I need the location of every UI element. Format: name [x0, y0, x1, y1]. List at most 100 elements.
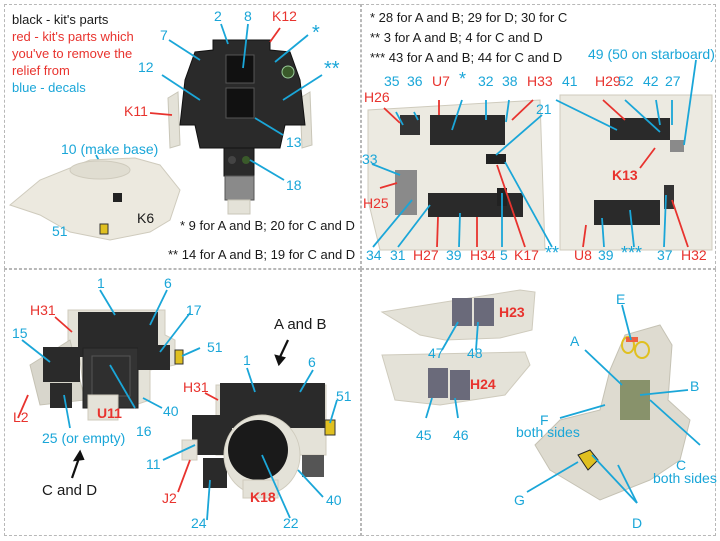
label-42: 42	[643, 73, 659, 89]
label-22: 22	[283, 515, 299, 531]
label-10-make-base: 10 (make base)	[61, 141, 159, 157]
label-c-both-sides: both sides	[653, 470, 717, 486]
label-31: 31	[390, 247, 406, 263]
label-49: 49 (50 on starboard)	[588, 46, 715, 62]
legend-red-line-1: red - kit's parts which	[12, 29, 134, 44]
note-triple-star-right: *** 43 for A and B; 44 for C and D	[370, 50, 563, 65]
label-h26: H26	[364, 89, 390, 105]
label-6-ab: 6	[308, 354, 316, 370]
label-e: E	[616, 291, 626, 307]
label-k11: K11	[124, 103, 148, 119]
label-u8: U8	[574, 247, 592, 263]
label-39b: 39	[598, 247, 614, 263]
label-h34: H34	[470, 247, 496, 263]
label-33: 33	[362, 151, 378, 167]
label-34: 34	[366, 247, 382, 263]
label-52: 52	[618, 73, 634, 89]
label-h29: H29	[595, 73, 621, 89]
panel-bottom-left	[4, 269, 361, 536]
side-panels-h23-h24	[380, 289, 536, 406]
label-51: 51	[52, 223, 68, 239]
label-1-cd: 1	[97, 275, 105, 291]
label-40-cd: 40	[163, 403, 179, 419]
label-double-star: **	[324, 58, 340, 80]
label-6-cd: 6	[164, 275, 172, 291]
panel-top-left	[4, 4, 361, 269]
label-j2: J2	[162, 490, 177, 506]
label-27: 27	[665, 73, 681, 89]
label-h31-cd: H31	[30, 302, 56, 318]
label-star-right: *	[459, 69, 467, 89]
label-24: 24	[191, 515, 207, 531]
label-h27: H27	[413, 247, 439, 263]
label-c-and-d: C and D	[42, 482, 98, 499]
legend-red-line-2: you've to remove the	[12, 46, 133, 61]
label-h32: H32	[681, 247, 707, 263]
label-double-star-right: **	[545, 243, 560, 263]
label-k13: K13	[612, 167, 638, 183]
instrument-panel-a-and-b	[181, 383, 336, 499]
label-k6: K6	[137, 210, 155, 226]
label-39a: 39	[446, 247, 462, 263]
label-46: 46	[453, 427, 469, 443]
label-37: 37	[657, 247, 673, 263]
label-7: 7	[160, 27, 168, 43]
label-47: 47	[428, 345, 444, 361]
label-36: 36	[407, 73, 423, 89]
legend-red-line-3: relief from	[12, 63, 70, 78]
note-star: * 9 for A and B; 20 for C and D	[180, 218, 355, 233]
label-11: 11	[146, 456, 161, 472]
label-35: 35	[384, 73, 400, 89]
label-18: 18	[286, 177, 302, 193]
label-l2: L2	[13, 409, 29, 425]
label-17: 17	[186, 302, 202, 318]
label-h33: H33	[527, 73, 553, 89]
label-u11: U11	[97, 405, 122, 421]
note-double-star: ** 14 for A and B; 19 for C and D	[168, 247, 356, 262]
label-f: F	[540, 412, 549, 428]
label-c: C	[676, 457, 687, 473]
label-k17: K17	[514, 247, 539, 263]
label-k12: K12	[272, 8, 297, 24]
legend-blue: blue - decals	[12, 80, 86, 95]
panel-top-right	[361, 4, 716, 269]
label-1-ab: 1	[243, 352, 251, 368]
note-star-right: * 28 for A and B; 29 for D; 30 for C	[370, 10, 568, 25]
instrument-panel-c-and-d	[29, 309, 184, 421]
label-k18: K18	[250, 489, 276, 505]
legend-black: black - kit's parts	[12, 12, 109, 27]
label-h25: H25	[363, 195, 389, 211]
label-51-cd: 51	[207, 339, 223, 355]
label-15: 15	[12, 325, 28, 341]
label-5: 5	[500, 247, 508, 263]
label-40-ab: 40	[326, 492, 342, 508]
label-45: 45	[416, 427, 432, 443]
label-12: 12	[138, 59, 154, 75]
label-h24: H24	[470, 376, 496, 392]
panel-bottom-right	[361, 269, 716, 536]
note-double-star-right: ** 3 for A and B; 4 for C and D	[370, 30, 543, 45]
label-a: A	[570, 333, 580, 349]
resin-seat-base	[8, 157, 181, 241]
label-b: B	[690, 378, 700, 394]
label-51-ab: 51	[336, 388, 352, 404]
side-consoles	[367, 94, 713, 251]
label-25-or-empty: 25 (or empty)	[42, 430, 126, 446]
label-g: G	[514, 492, 525, 508]
label-2: 2	[214, 8, 222, 24]
label-16: 16	[136, 423, 152, 439]
main-instrument-panel	[167, 39, 313, 215]
label-d: D	[632, 515, 643, 531]
label-21: 21	[536, 101, 552, 117]
label-13: 13	[286, 134, 302, 150]
label-f-both-sides: both sides	[516, 424, 580, 440]
label-8: 8	[244, 8, 252, 24]
label-48: 48	[467, 345, 483, 361]
label-star: *	[312, 22, 320, 44]
label-triple-star: ***	[621, 243, 643, 263]
label-u7: U7	[432, 73, 450, 89]
label-41: 41	[562, 73, 578, 89]
ejection-seat	[534, 324, 691, 501]
label-h23: H23	[499, 304, 525, 320]
